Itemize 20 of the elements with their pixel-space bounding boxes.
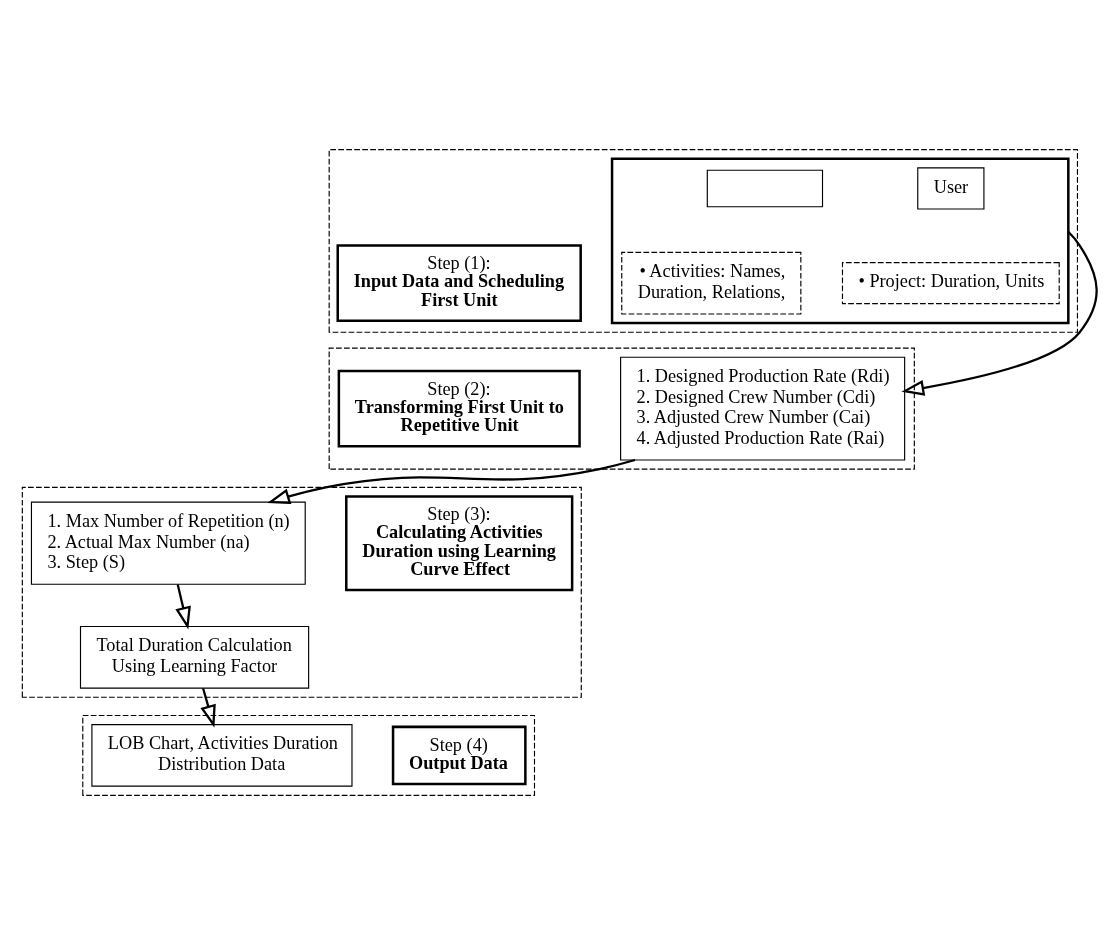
arrow xyxy=(901,230,1098,396)
node-box: LOB Chart, Activities Duration Distribution Data xyxy=(91,723,353,787)
cluster xyxy=(82,714,536,796)
node-box: 1. Designed Production Rate (Rdi) 2. Designed Crew Number (Cdi) 3. Adjusted Crew Number (Cai) 4. Adjusted Production Rate (Rai) xyxy=(620,356,906,460)
arrow xyxy=(200,687,216,728)
node-box: Total Duration Calculation Using Learning Factor xyxy=(79,625,310,689)
cluster xyxy=(328,148,1078,333)
arrow xyxy=(267,458,636,504)
node-box: User xyxy=(917,166,985,210)
node-box: • Activities: Names, Duration, Relations, xyxy=(621,251,802,314)
arrow xyxy=(175,583,191,630)
node-box: • Project: Duration, Units xyxy=(841,261,1060,304)
node-box: Step (3): Calculating Activities Duration using Learning Curve Effect xyxy=(345,494,574,591)
cluster xyxy=(328,347,915,470)
node-box: Step (2): Transforming First Unit to Repetitive Unit xyxy=(337,369,581,447)
cluster xyxy=(610,157,1070,324)
node-box: Step (1): Input Data and Scheduling First Unit xyxy=(336,243,582,322)
node-box: 1. Max Number of Repetition (n) 2. Actual Max Number (na) 3. Step (S) xyxy=(30,501,306,585)
node-box xyxy=(706,169,824,207)
node-box: Step (4) Output Data xyxy=(391,725,527,785)
